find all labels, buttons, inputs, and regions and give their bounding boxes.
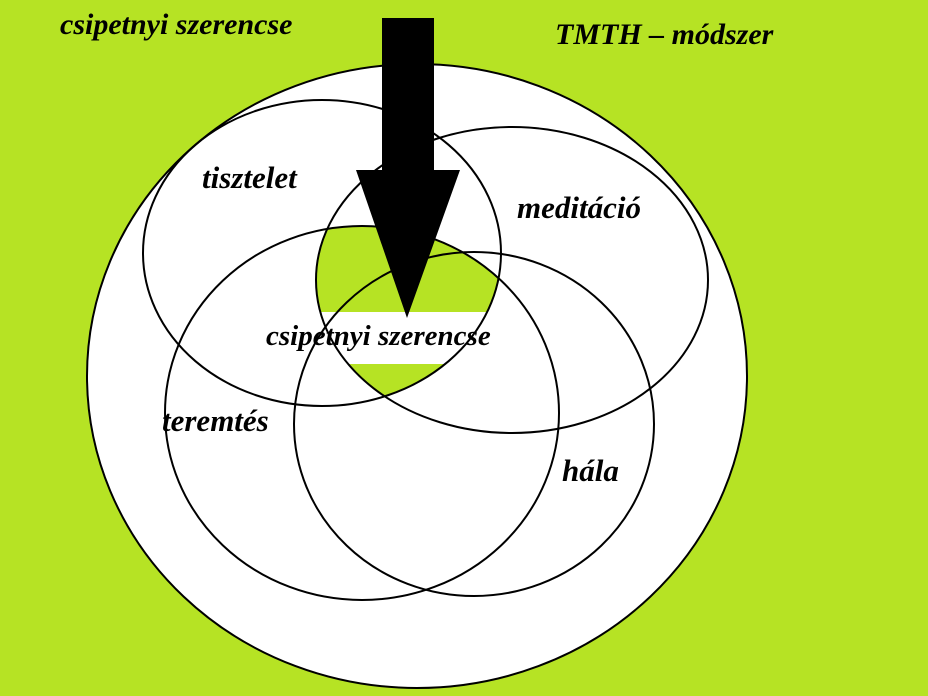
label-meditacio: meditáció bbox=[517, 190, 641, 225]
circle-teremtes bbox=[164, 225, 560, 601]
center-label: csipetnyi szerencse bbox=[266, 320, 491, 352]
circle-hala bbox=[293, 251, 655, 597]
center-label-band bbox=[262, 312, 552, 364]
label-teremtes: teremtés bbox=[162, 403, 269, 438]
right-title: TMTH – módszer bbox=[555, 18, 774, 51]
left-title: csipetnyi szerencse bbox=[60, 8, 292, 41]
label-tisztelet: tisztelet bbox=[202, 160, 298, 195]
down-arrow-icon bbox=[356, 18, 460, 318]
label-hala: hála bbox=[562, 453, 619, 488]
circle-meditacio bbox=[315, 126, 709, 434]
